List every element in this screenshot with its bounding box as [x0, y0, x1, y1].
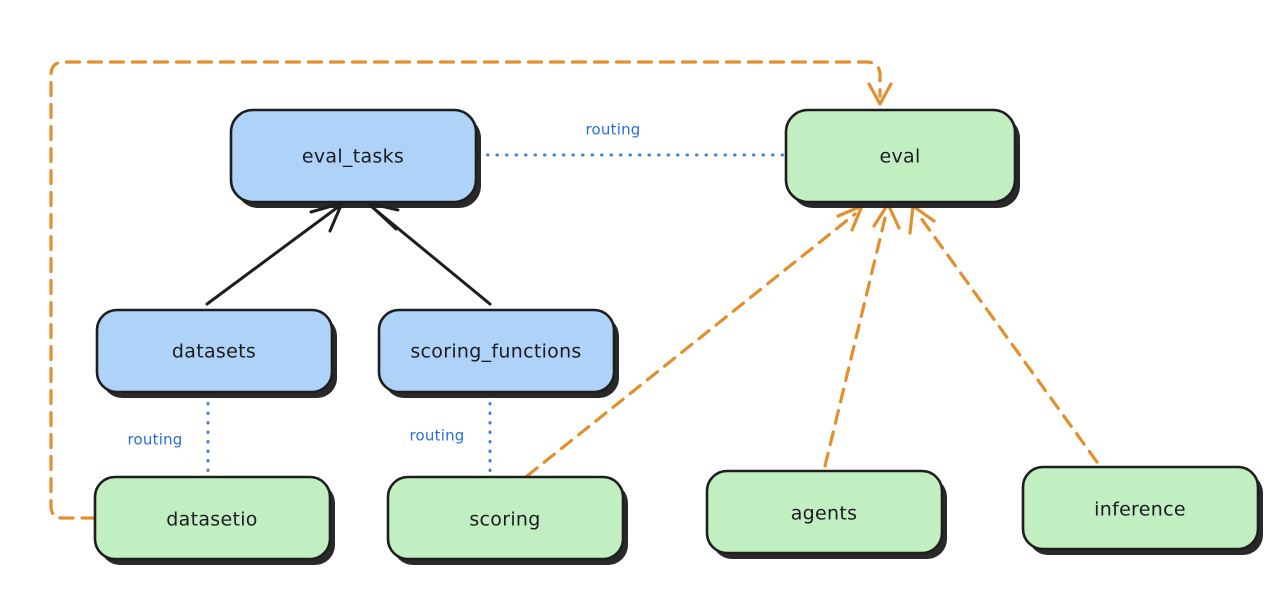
node-inference-body[interactable]: [1021, 465, 1260, 551]
node-inference[interactable]: inference: [1021, 465, 1263, 555]
node-scoring-functions-label: scoring_functions: [410, 341, 581, 363]
node-eval-tasks-body[interactable]: [229, 108, 478, 204]
node-datasets-body[interactable]: [95, 308, 334, 394]
edge-labels-layer: routing routing routing: [128, 121, 641, 449]
node-datasets[interactable]: datasets: [95, 308, 337, 398]
node-agents-label: agents: [791, 503, 858, 525]
node-datasetio-label: datasetio: [166, 509, 257, 531]
edge-scoring_functions-eval_tasks: [366, 201, 492, 306]
node-eval[interactable]: eval: [784, 108, 1020, 208]
node-eval-tasks-label: eval_tasks: [302, 146, 404, 168]
edge-inference-eval: [908, 204, 1099, 464]
node-eval-body[interactable]: [784, 108, 1017, 204]
node-agents[interactable]: agents: [705, 469, 947, 559]
node-inference-label: inference: [1094, 499, 1186, 521]
node-datasets-label: datasets: [172, 341, 256, 363]
edge-agents-eval: [823, 202, 901, 468]
node-scoring-functions[interactable]: scoring_functions: [377, 308, 619, 398]
node-scoring-label: scoring: [469, 509, 540, 531]
nodes-layer: eval_tasks eval datasets scoring_functio…: [93, 108, 1263, 565]
node-eval-tasks[interactable]: eval_tasks: [229, 108, 481, 208]
edge-datasetio-eval: [49, 60, 893, 520]
node-datasetio[interactable]: datasetio: [93, 475, 335, 565]
node-datasetio-body[interactable]: [93, 475, 332, 561]
node-scoring[interactable]: scoring: [386, 475, 628, 565]
node-agents-body[interactable]: [705, 469, 944, 555]
node-scoring-functions-body[interactable]: [377, 308, 616, 394]
edge-label-routing-datasets: routing: [128, 431, 183, 449]
edge-label-routing-scoring-functions: routing: [410, 427, 465, 445]
edge-label-routing-eval-tasks: routing: [586, 121, 641, 139]
edge-datasets-eval_tasks: [205, 201, 344, 306]
node-eval-label: eval: [879, 146, 920, 168]
node-scoring-body[interactable]: [386, 475, 625, 561]
